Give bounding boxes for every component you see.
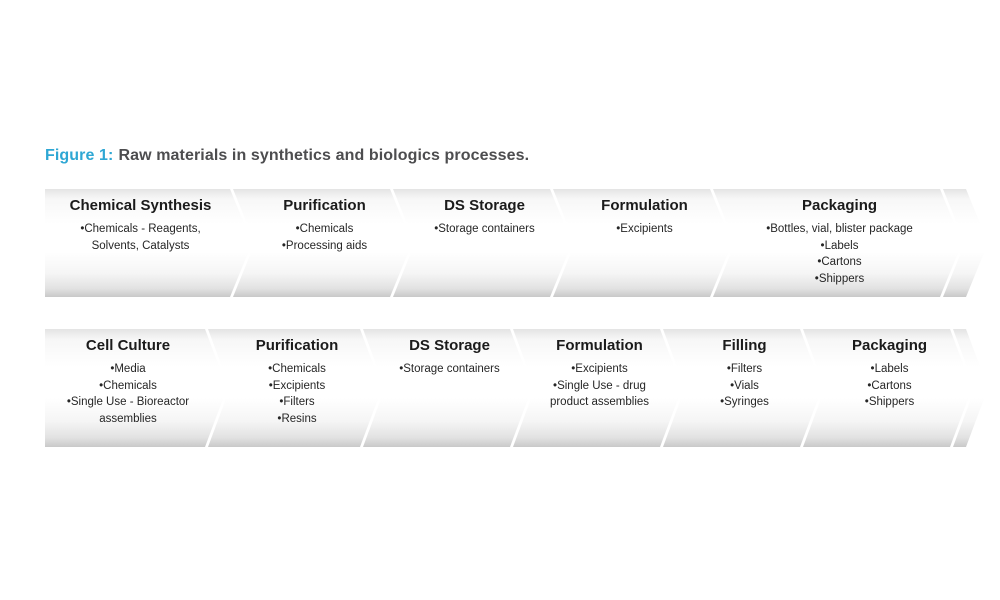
figure-caption-text: Raw materials in synthetics and biologic…	[118, 147, 530, 164]
figure-caption: Figure 1:Raw materials in synthetics and…	[45, 147, 529, 165]
process-step-formulation: FormulationExcipientsSingle Use - drug p…	[513, 329, 682, 447]
step-material-list: ChemicalsExcipientsFiltersResins	[240, 361, 354, 428]
step-material-item: Bottles, vial, blister package	[745, 221, 934, 238]
step-title: Chemical Synthesis	[69, 197, 212, 214]
step-material-item: Processing aids	[265, 238, 384, 255]
step-material-item: Shippers	[835, 394, 944, 411]
step-material-item: Excipients	[545, 361, 654, 378]
step-material-item: Cartons	[745, 254, 934, 271]
process-step-purification: PurificationChemicalsExcipientsFiltersRe…	[208, 329, 382, 447]
step-title: Formulation	[556, 337, 643, 354]
step-title: Formulation	[601, 197, 688, 214]
step-material-list: Bottles, vial, blister packageLabelsCart…	[745, 221, 934, 288]
step-material-item: Storage containers	[425, 221, 544, 238]
step-material-item: Chemicals	[57, 378, 199, 395]
step-material-item: Filters	[695, 361, 794, 378]
step-material-item: Excipients	[585, 221, 704, 238]
step-material-item: Storage containers	[395, 361, 504, 378]
step-title: Purification	[255, 337, 339, 354]
step-material-list: Excipients	[585, 221, 704, 238]
step-material-item: Media	[57, 361, 199, 378]
step-material-item: Syringes	[695, 394, 794, 411]
biologics-process-band: Cell CultureMediaChemicalsSingle Use - B…	[45, 329, 990, 447]
step-title: DS Storage	[409, 337, 490, 354]
process-step-filling: FillingFiltersVialsSyringes	[663, 329, 822, 447]
process-step-packaging: PackagingBottles, vial, blister packageL…	[713, 189, 962, 297]
step-material-list: ExcipientsSingle Use - drug product asse…	[545, 361, 654, 411]
step-material-list: FiltersVialsSyringes	[695, 361, 794, 411]
step-title: DS Storage	[444, 197, 525, 214]
step-material-list: Storage containers	[425, 221, 544, 238]
process-step-packaging: PackagingLabelsCartonsShippers	[803, 329, 972, 447]
process-step-chemical-synthesis: Chemical SynthesisChemicals - Reagents, …	[45, 189, 252, 297]
step-material-item: Shippers	[745, 271, 934, 288]
step-material-list: MediaChemicalsSingle Use - Bioreactor as…	[57, 361, 199, 428]
step-material-item: Single Use - Bioreactor assemblies	[57, 394, 199, 427]
process-step-ds-storage: DS StorageStorage containers	[363, 329, 532, 447]
step-material-item: Single Use - drug product assemblies	[545, 378, 654, 411]
synthetics-process-band: Chemical SynthesisChemicals - Reagents, …	[45, 189, 990, 297]
step-material-item: Chemicals	[265, 221, 384, 238]
step-material-item: Labels	[745, 238, 934, 255]
step-material-item: Excipients	[240, 378, 354, 395]
step-material-item: Filters	[240, 394, 354, 411]
figure-caption-label: Figure 1:	[45, 147, 114, 164]
step-title: Packaging	[851, 337, 928, 354]
process-step-cell-culture: Cell CultureMediaChemicalsSingle Use - B…	[45, 329, 227, 447]
step-material-item: Labels	[835, 361, 944, 378]
step-material-item: Resins	[240, 411, 354, 428]
step-material-item: Chemicals - Reagents, Solvents, Catalyst…	[57, 221, 224, 254]
step-title: Packaging	[801, 197, 878, 214]
step-material-list: LabelsCartonsShippers	[835, 361, 944, 411]
step-material-list: ChemicalsProcessing aids	[265, 221, 384, 254]
process-step-purification: PurificationChemicalsProcessing aids	[233, 189, 412, 297]
step-title: Filling	[722, 337, 767, 354]
step-material-item: Cartons	[835, 378, 944, 395]
step-material-item: Vials	[695, 378, 794, 395]
step-material-item: Chemicals	[240, 361, 354, 378]
process-step-formulation: FormulationExcipients	[553, 189, 732, 297]
step-title: Cell Culture	[85, 337, 171, 354]
step-material-list: Storage containers	[395, 361, 504, 378]
process-step-ds-storage: DS StorageStorage containers	[393, 189, 572, 297]
step-title: Purification	[283, 197, 366, 214]
step-material-list: Chemicals - Reagents, Solvents, Catalyst…	[57, 221, 224, 254]
